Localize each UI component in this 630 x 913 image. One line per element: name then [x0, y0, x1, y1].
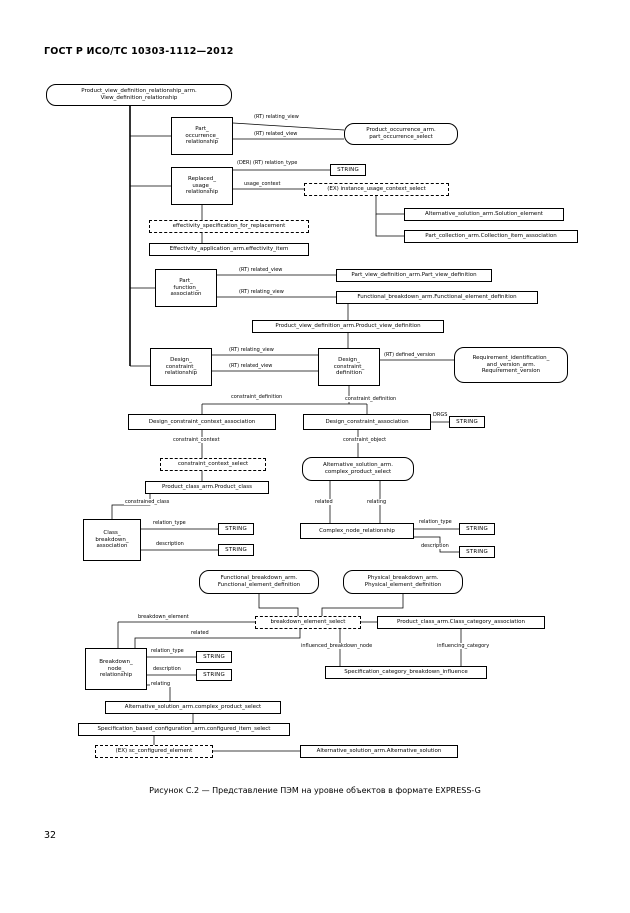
attr-label-constraint-definition-right: constraint_definition [344, 396, 398, 402]
entity-box-complex-node-relationship: Complex_node_relationship [300, 523, 414, 539]
entity-box-breakdown-node-relationship: Breakdown_ node_ relationship [85, 648, 147, 690]
entity-box-configured-item-select: Specification_based_configuration_arm.co… [78, 723, 290, 736]
attr-label-related-view-3: (RT) related_view [228, 363, 274, 369]
attr-label-breakdown-element: breakdown_element [137, 614, 190, 620]
type-box-string-cb-relation-type: STRING [218, 523, 254, 535]
entity-box-product-view-definition: Product_view_definition_arm.Product_view… [252, 320, 444, 333]
attr-label-defined-version: (RT) defined_version [383, 352, 437, 358]
entity-box-alternative-solution: Alternative_solution_arm.Alternative_sol… [300, 745, 458, 758]
select-box-sc-configured-element: (EX) sc_configured_element [95, 745, 213, 758]
attr-label-relating-view-3: (RT) relating_view [228, 347, 275, 353]
entity-box-design-constraint-relationship: Design_ constraint_ relationship [150, 348, 212, 386]
select-box-functional-breakdown: Functional_breakdown_arm. Functional_ele… [199, 570, 319, 594]
type-box-string-cn-relation-type: STRING [459, 523, 495, 535]
select-box-constraint-context-select: constraint_context_select [160, 458, 266, 471]
type-box-string-cn-description: STRING [459, 546, 495, 558]
select-box-breakdown-element-select: breakdown_element_select [255, 616, 361, 629]
entity-box-product-class: Product_class_arm.Product_class [145, 481, 269, 494]
entity-box-design-constraint-association: Design_constraint_association [303, 414, 431, 430]
entity-box-collection-item-association: Part_collection_arm.Collection_item_asso… [404, 230, 578, 243]
page-number: 32 [44, 830, 57, 841]
attr-label-der-relation-type: (DER) (RT) relation_type [236, 160, 299, 166]
entity-box-specification-category-breakdown-influence: Specification_category_breakdown_influen… [325, 666, 487, 679]
entity-box-part-function-association: Part_ function_ association [155, 269, 217, 307]
entity-box-replaced-usage-relationship: Replaced_ usage_ relationship [171, 167, 233, 205]
select-box-complex-product-select: Alternative_solution_arm. complex_produc… [302, 457, 414, 481]
attr-label-relating-view-1: (RT) relating_view [253, 114, 300, 120]
attr-label-relating: relating [366, 499, 388, 505]
attr-label-related-view-1: (RT) related_view [253, 131, 299, 137]
entity-box-class-breakdown-association: Class_ breakdown_ association [83, 519, 141, 561]
select-box-instance-usage-context: (EX) instance_usage_context_select [304, 183, 449, 196]
attr-label-related: related [314, 499, 334, 505]
attr-label-usage-context: usage_context [243, 181, 282, 187]
type-box-string-drgs: STRING [449, 416, 485, 428]
select-box-effectivity-specification: effectivity_specification_for_replacemen… [149, 220, 309, 233]
entity-box-part-occurrence-relationship: Part_ occurrence_ relationship [171, 117, 233, 155]
attr-label-relating-view-2: (RT) relating_view [238, 289, 285, 295]
select-box-physical-breakdown: Physical_breakdown_arm. Physical_element… [343, 570, 463, 594]
attr-label-cn-relation-type: relation_type [418, 519, 453, 525]
attr-label-related-2: related [190, 630, 210, 636]
figure-caption: Рисунок С.2 — Представление ПЭМ на уровн… [149, 786, 481, 795]
attr-label-constraint-definition-left: constraint_definition [230, 394, 284, 400]
attr-label-constraint-context: constraint_context [172, 437, 221, 443]
attr-label-influenced-breakdown-node: influenced_breakdown_node [300, 643, 374, 649]
attr-label-bnr-description: description [152, 666, 182, 672]
select-box-view-definition-relationship: Product_view_definition_relationship_arm… [46, 84, 232, 106]
entity-box-solution-element: Alternative_solution_arm.Solution_elemen… [404, 208, 564, 221]
entity-box-class-category-association: Product_class_arm.Class_category_associa… [377, 616, 545, 629]
attr-label-related-view-2: (RT) related_view [238, 267, 284, 273]
type-box-string-bnr-relation-type: STRING [196, 651, 232, 663]
entity-box-functional-element-definition: Functional_breakdown_arm.Functional_elem… [336, 291, 538, 304]
type-box-string-bnr-description: STRING [196, 669, 232, 681]
entity-box-design-constraint-definition: Design_ constraint_ definition [318, 348, 380, 386]
attr-label-constrained-class: constrained_class [124, 499, 171, 505]
page-header: ГОСТ Р ИСО/ТС 10303-1112—2012 [44, 46, 234, 57]
type-box-string-cb-description: STRING [218, 544, 254, 556]
attr-label-drgs: DRGS [432, 412, 449, 418]
attr-label-cb-relation-type: relation_type [152, 520, 187, 526]
attr-label-bnr-relation-type: relation_type [150, 648, 185, 654]
attr-label-cb-description: description [155, 541, 185, 547]
type-box-string-relation-type: STRING [330, 164, 366, 176]
attr-label-influencing-category: influencing_category [436, 643, 491, 649]
select-box-part-occurrence-select: Product_occurrence_arm. part_occurrence_… [344, 123, 458, 145]
attr-label-constraint-object: constraint_object [342, 437, 388, 443]
attr-label-relating-2: relating [150, 681, 172, 687]
entity-box-complex-product-select: Alternative_solution_arm.complex_product… [105, 701, 281, 714]
entity-box-design-constraint-context-association: Design_constraint_context_association [128, 414, 276, 430]
attr-label-cn-description: description [420, 543, 450, 549]
entity-box-effectivity-item: Effectivity_application_arm.effectivity_… [149, 243, 309, 256]
select-box-requirement-version: Requirement_identification_ and_version_… [454, 347, 568, 383]
entity-box-part-view-definition: Part_view_definition_arm.Part_view_defin… [336, 269, 492, 282]
